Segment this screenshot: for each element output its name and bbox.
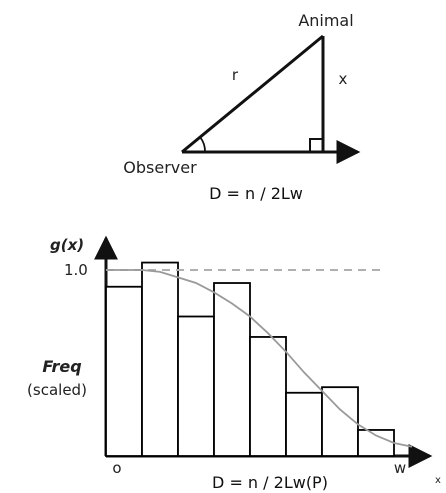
y-axis-label: g(x) — [50, 236, 84, 254]
y-tick-1: 1.0 — [64, 261, 88, 279]
bar-7 — [321, 386, 359, 457]
observer-label: Observer — [123, 158, 197, 177]
side-label: x — [339, 70, 348, 88]
bar-6 — [285, 391, 323, 457]
histogram-bars — [105, 261, 395, 457]
top-formula: D = n / 2Lw — [209, 184, 303, 203]
observer-angle-arc — [199, 136, 206, 153]
right-angle-marker — [309, 138, 324, 153]
bar-5 — [249, 336, 287, 457]
bar-2 — [141, 261, 179, 457]
freq-label: Freq — [42, 357, 81, 376]
histogram-chart: g(x) 1.0 Freq (scaled) o w x D = n / 2Lw… — [27, 235, 441, 492]
x-origin-label: o — [112, 459, 121, 477]
bar-8 — [357, 429, 395, 457]
bar-4 — [213, 282, 251, 457]
bottom-formula: D = n / 2Lw(P) — [212, 473, 328, 492]
bar-3 — [177, 315, 215, 457]
hypotenuse-label: r — [232, 66, 239, 84]
bar-1 — [105, 285, 143, 457]
fit-curve — [106, 269, 413, 448]
x-end-label: w — [394, 459, 406, 477]
triangle-diagram: Animal r x Observer D = n / 2Lw — [123, 11, 361, 203]
x-axis-stub-label: x — [435, 475, 441, 486]
scaled-label: (scaled) — [27, 381, 87, 399]
animal-label: Animal — [298, 11, 353, 30]
hypotenuse-line — [181, 34, 324, 154]
